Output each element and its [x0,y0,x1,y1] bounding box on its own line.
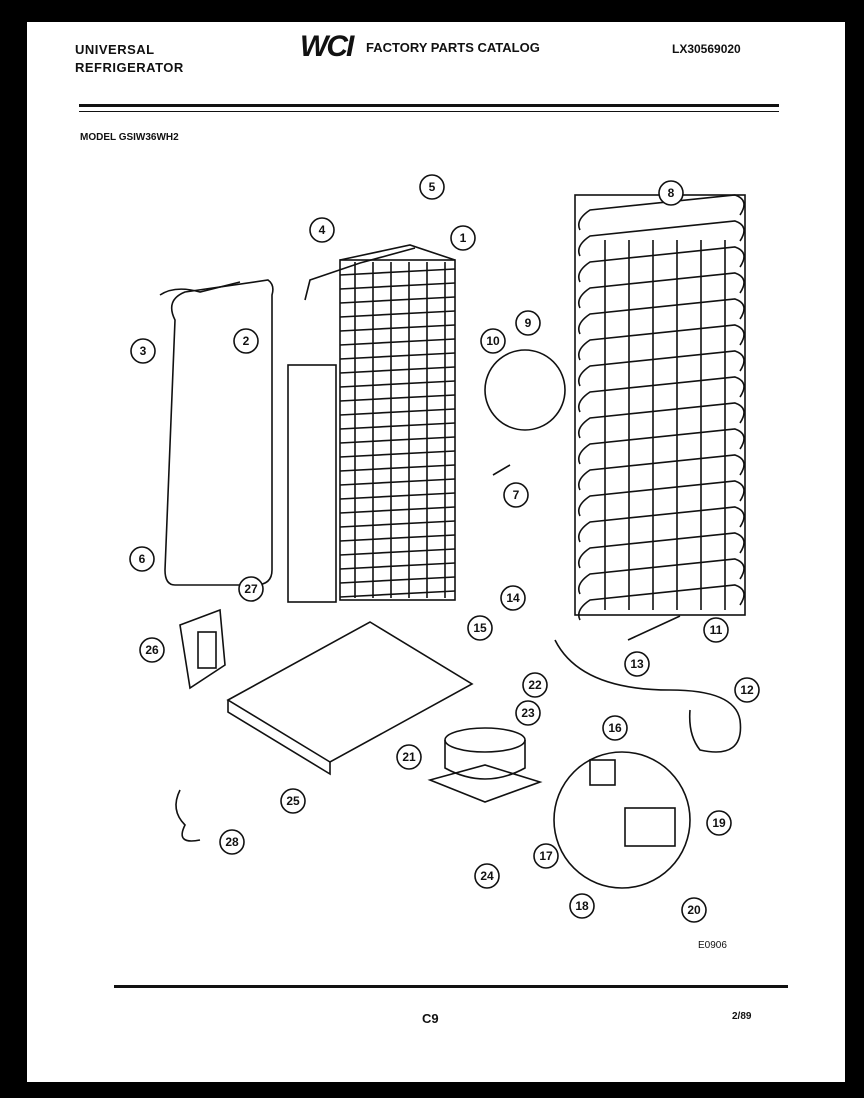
compressor-part [427,727,543,803]
callout-21: 21 [396,744,422,770]
svg-text:10: 10 [486,334,500,348]
drain-tube-part [492,464,511,476]
callout-18: 18 [569,893,595,919]
catalog-date: 2/89 [732,1011,752,1022]
callout-16: 16 [602,715,628,741]
svg-text:22: 22 [528,678,542,692]
model-number: MODEL GSIW36WH2 [80,132,179,143]
svg-text:6: 6 [139,552,146,566]
figure-code: E0906 [698,940,727,951]
svg-text:16: 16 [608,721,622,735]
callout-23: 23 [515,700,541,726]
callout-11: 11 [703,617,729,643]
svg-text:13: 13 [630,657,644,671]
svg-text:17: 17 [539,849,553,863]
callout-28: 28 [219,829,245,855]
callout-24: 24 [474,863,500,889]
header-rule [79,104,779,107]
svg-text:25: 25 [286,794,300,808]
wci-logo: WCI [300,30,354,63]
svg-text:24: 24 [480,869,494,883]
svg-text:1: 1 [460,231,467,245]
svg-text:14: 14 [506,591,520,605]
base-plate-part [226,621,474,776]
svg-text:23: 23 [521,706,535,720]
svg-text:4: 4 [319,223,326,237]
bracket-part [179,608,226,690]
callout-7: 7 [503,482,529,508]
callout-12: 12 [734,677,760,703]
callout-13: 13 [624,651,650,677]
brand-name-line1: UNIVERSAL [75,42,155,57]
callout-9: 9 [515,310,541,336]
footer-rule [114,985,788,988]
svg-text:21: 21 [402,750,416,764]
svg-text:26: 26 [145,643,159,657]
svg-text:7: 7 [513,488,520,502]
svg-text:5: 5 [429,180,436,194]
callout-19: 19 [706,810,732,836]
condenser-part [574,194,746,621]
callout-26: 26 [139,637,165,663]
callout-1: 1 [450,225,476,251]
relay-part [589,759,676,847]
callout-17: 17 [533,843,559,869]
svg-text:9: 9 [525,316,532,330]
callout-5: 5 [419,174,445,200]
heater-loop-part [159,279,274,586]
svg-text:28: 28 [225,835,239,849]
callout-14: 14 [500,585,526,611]
evaporator-part [339,244,456,601]
power-cord-part [554,639,742,753]
catalog-title: FACTORY PARTS CATALOG [366,40,540,55]
header-rule-thin [79,111,779,112]
document-number: LX30569020 [672,42,741,56]
relay-detail-circle [553,751,691,889]
clip-detail-circle [484,349,566,431]
svg-text:2: 2 [243,334,250,348]
svg-text:11: 11 [710,623,723,637]
callout-20: 20 [681,897,707,923]
callout-3: 3 [130,338,156,364]
svg-text:15: 15 [473,621,487,635]
callout-22: 22 [522,672,548,698]
svg-text:8: 8 [668,186,675,200]
callout-15: 15 [467,615,493,641]
svg-text:3: 3 [140,344,147,358]
svg-text:19: 19 [712,816,726,830]
probe-part [627,615,681,641]
callout-27: 27 [238,576,264,602]
svg-text:18: 18 [575,899,589,913]
harness-part [175,789,201,842]
page-code: C9 [422,1011,439,1026]
tube-part [304,247,416,301]
callout-8: 8 [658,180,684,206]
brand-name-line2: REFRIGERATOR [75,60,184,75]
svg-text:20: 20 [687,903,701,917]
filter-pad-part [287,364,337,603]
callout-10: 10 [480,328,506,354]
callout-6: 6 [129,546,155,572]
svg-text:12: 12 [740,683,754,697]
callout-2: 2 [233,328,259,354]
callout-4: 4 [309,217,335,243]
callout-25: 25 [280,788,306,814]
svg-text:27: 27 [244,582,258,596]
